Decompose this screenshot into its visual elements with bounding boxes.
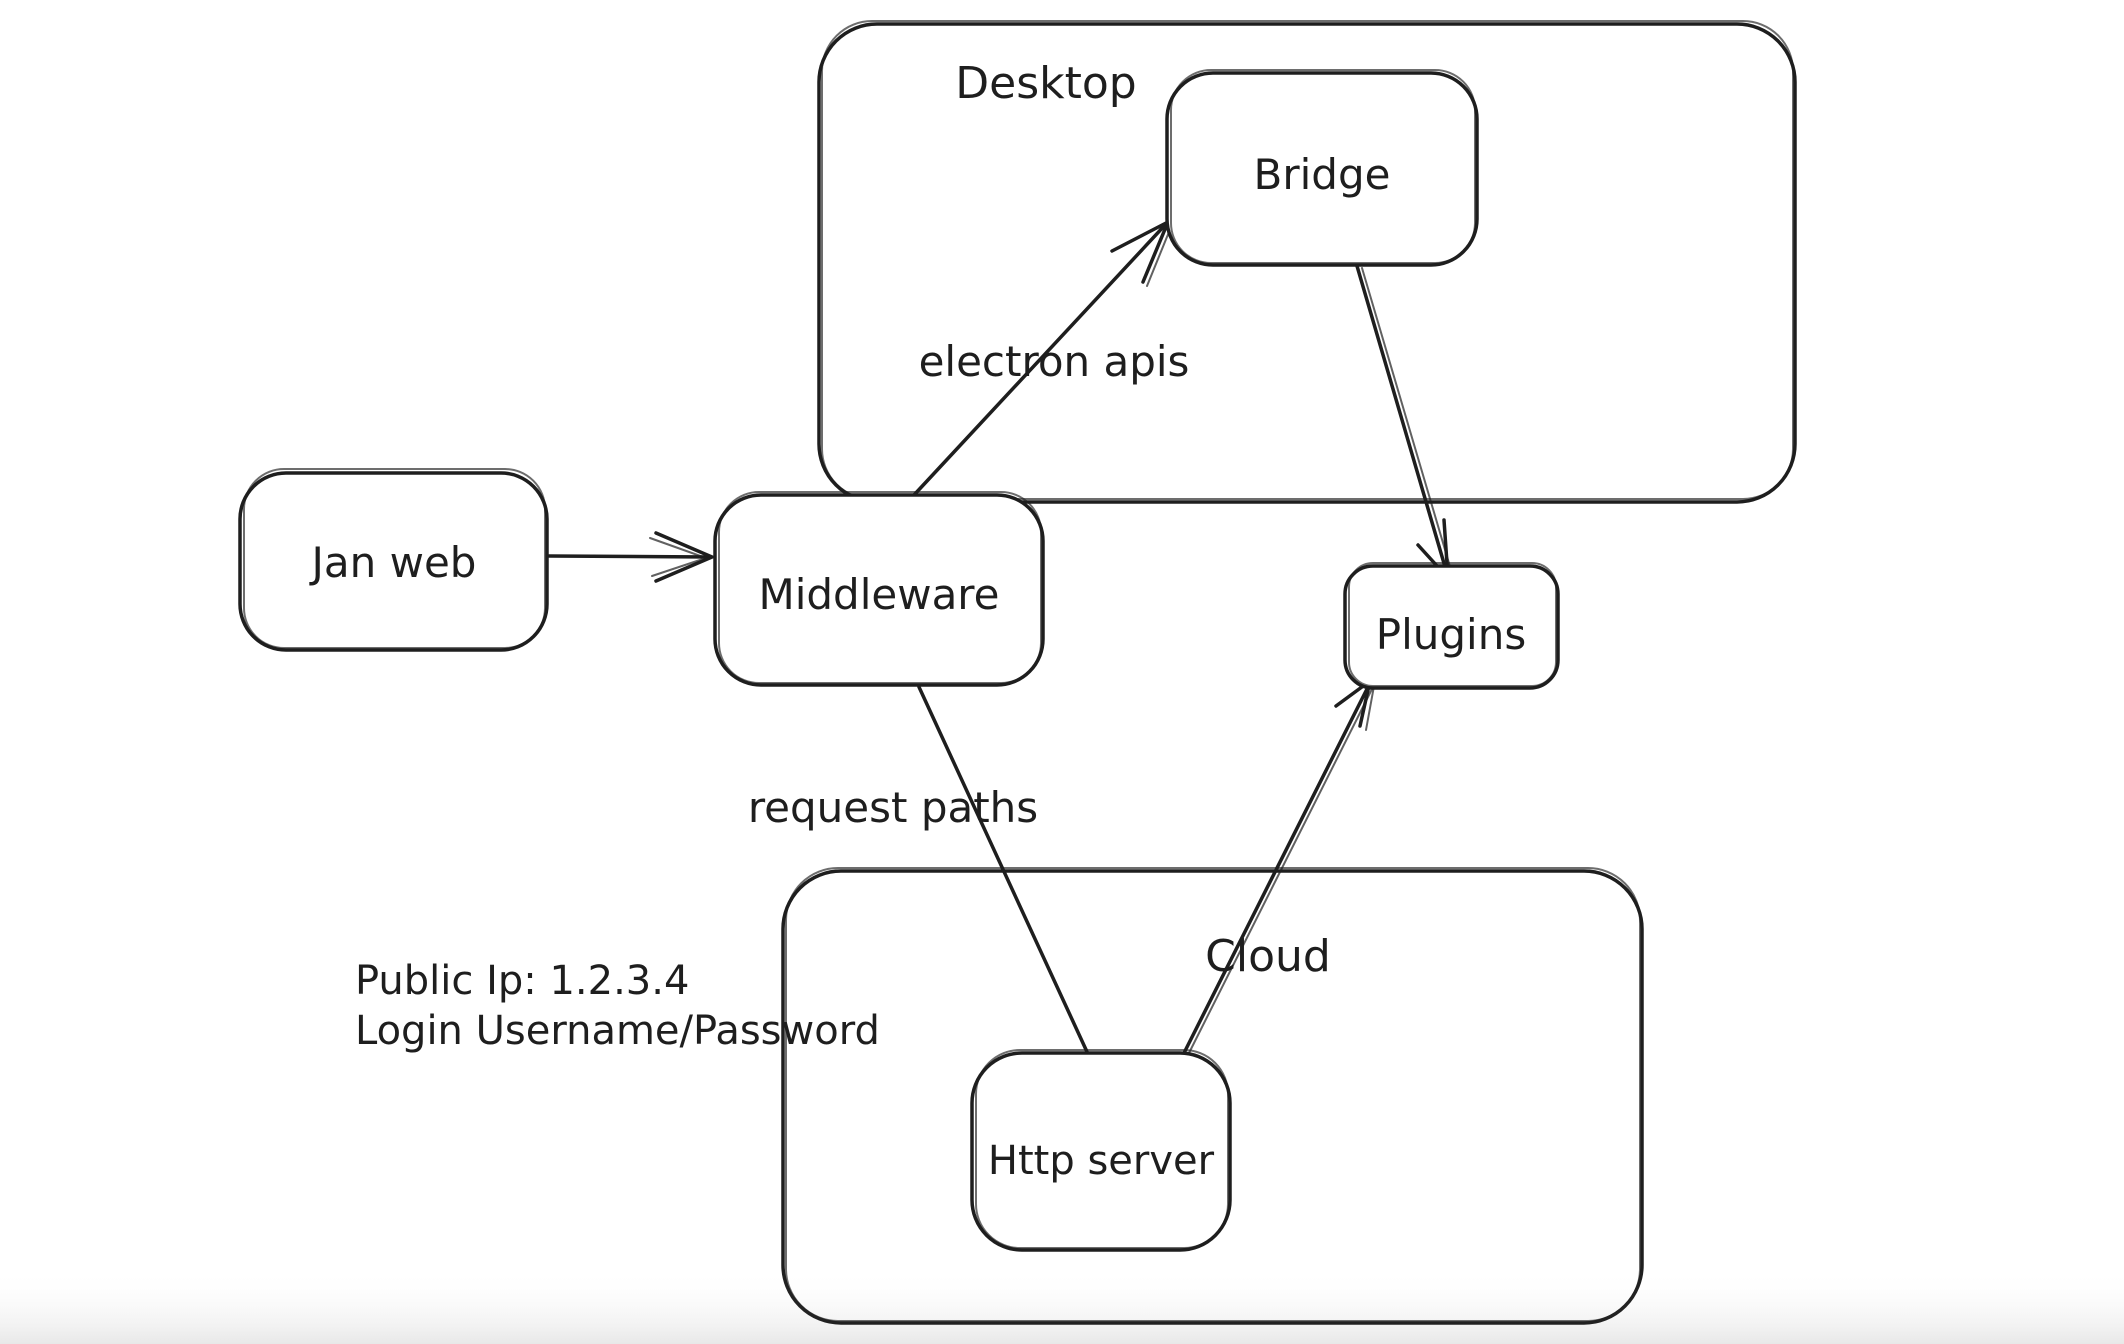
edge-jan-web-to-middleware	[547, 531, 717, 583]
edge-http-server-to-plugins	[1182, 679, 1375, 1055]
node-plugins: Plugins	[1343, 562, 1560, 690]
desktop-container: Desktop	[817, 20, 1797, 504]
canvas-bottom-fade	[0, 1270, 2124, 1344]
jan-web-box	[238, 471, 549, 652]
plugins-label: Plugins	[1376, 610, 1526, 659]
middleware-label: Middleware	[758, 570, 999, 619]
annotation-login: Login Username/Password	[355, 1008, 880, 1054]
desktop-container-box-overdraw	[821, 20, 1794, 500]
edge-middleware-to-http-server	[917, 685, 1090, 1056]
edge-label-electron-apis: electron apis	[919, 337, 1190, 386]
http-server-box	[970, 1051, 1232, 1252]
cloud-container-label: Cloud	[1205, 931, 1331, 982]
desktop-container-box	[817, 22, 1797, 504]
http-server-label: Http server	[988, 1138, 1215, 1184]
arrowhead-into-middleware	[654, 531, 717, 583]
bridge-box-overdraw	[1170, 69, 1476, 264]
annotation-block: Public Ip: 1.2.3.4 Login Username/Passwo…	[355, 958, 880, 1054]
node-jan-web: Jan web	[238, 468, 549, 652]
node-http-server: Http server	[970, 1049, 1232, 1252]
bridge-label: Bridge	[1254, 150, 1391, 199]
edge-middleware-to-bridge	[912, 220, 1172, 497]
edge-label-request-paths: request paths	[748, 783, 1038, 832]
middleware-box	[713, 493, 1045, 687]
jan-web-box-overdraw	[243, 468, 546, 649]
middleware-box-overdraw	[718, 491, 1042, 684]
desktop-container-label: Desktop	[955, 58, 1136, 109]
edge-bridge-to-plugins	[1355, 264, 1452, 580]
arrowhead-into-bridge	[1110, 220, 1170, 253]
plugins-box	[1343, 564, 1560, 690]
plugins-box-overdraw	[1348, 562, 1557, 687]
annotation-public-ip: Public Ip: 1.2.3.4	[355, 958, 689, 1004]
bridge-box	[1165, 71, 1479, 267]
http-server-box-overdraw	[975, 1049, 1229, 1249]
jan-web-label: Jan web	[309, 538, 477, 587]
node-bridge: Bridge	[1165, 69, 1479, 267]
node-middleware: Middleware	[713, 491, 1045, 687]
